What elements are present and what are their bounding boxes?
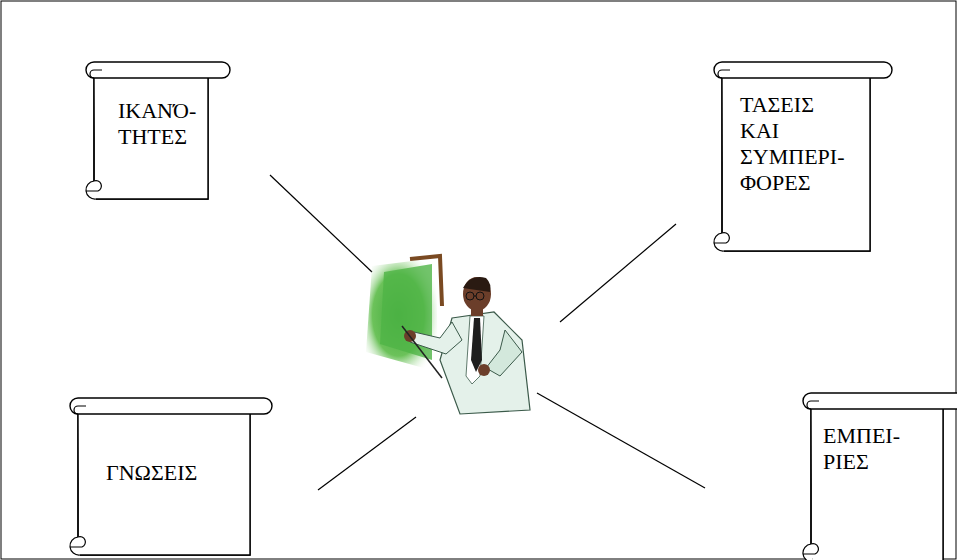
scroll-label: ΙΚΑΝΌ- ΤΗΤΕΣ bbox=[118, 98, 196, 150]
scroll-box: ΕΜΠΕΙ- ΡΙΕΣ bbox=[795, 393, 957, 560]
leader-line bbox=[560, 224, 676, 322]
scroll-outline bbox=[795, 393, 957, 560]
scroll-box: ΓΝΩΣΕΙΣ bbox=[62, 398, 272, 556]
teacher-clipart bbox=[366, 256, 530, 414]
scroll-label: ΓΝΩΣΕΙΣ bbox=[106, 460, 197, 486]
scroll-box: ΙΚΑΝΌ- ΤΗΤΕΣ bbox=[78, 62, 230, 200]
leader-line bbox=[270, 175, 372, 272]
leader-line bbox=[537, 393, 705, 488]
scroll-label: ΤΑΣΕΙΣ ΚΑΙ ΣΥΜΠΕΡΙ- ΦΟΡΕΣ bbox=[740, 92, 844, 196]
scroll-label: ΕΜΠΕΙ- ΡΙΕΣ bbox=[823, 423, 900, 475]
leader-line bbox=[318, 417, 416, 490]
scroll-box: ΤΑΣΕΙΣ ΚΑΙ ΣΥΜΠΕΡΙ- ΦΟΡΕΣ bbox=[706, 62, 892, 252]
